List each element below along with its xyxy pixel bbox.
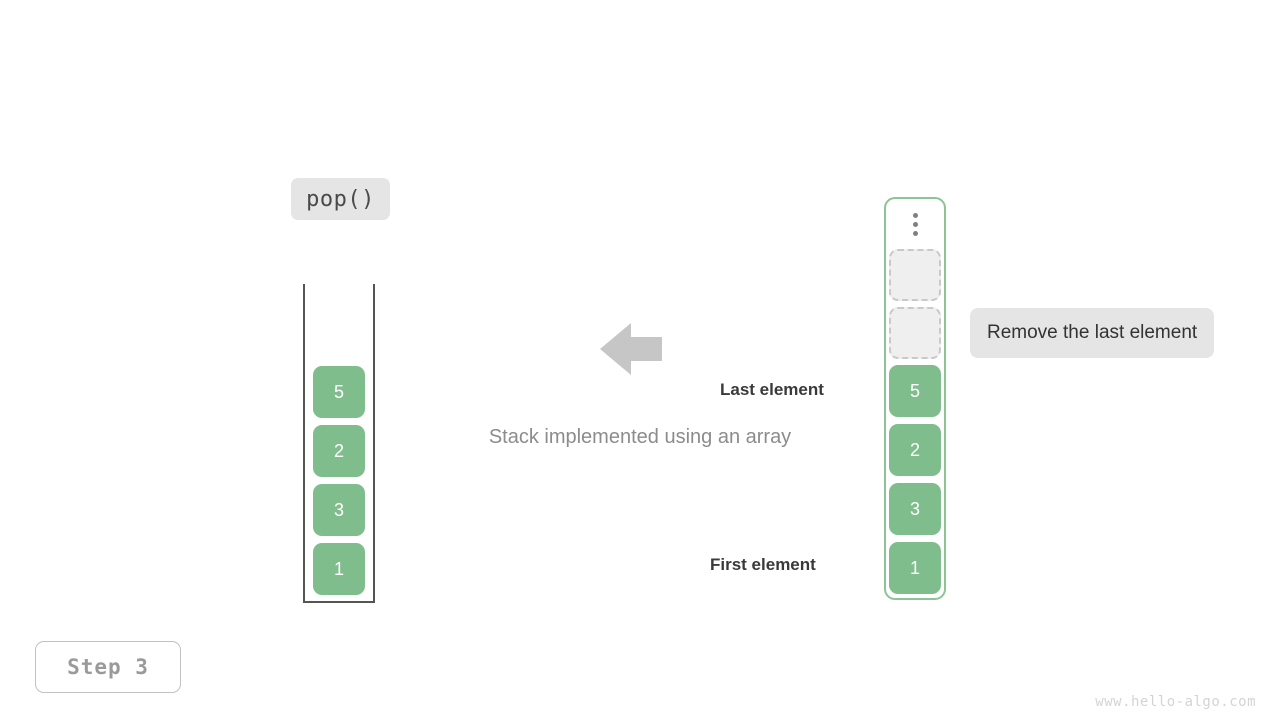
array-cell-value: 3 [333,499,344,520]
stack-empty-slot [889,249,941,301]
caption-text: Stack implemented using an array [488,426,792,448]
array-cell: 3 [313,484,365,536]
array-cell: 1 [313,543,365,595]
stack-cell: 3 [889,483,941,535]
note-badge: Remove the last element [970,308,1215,358]
ellipsis-dot [912,221,918,227]
watermark: www.hello-algo.com [1095,694,1256,710]
stack-empty-slot [889,307,941,359]
array-cell: 5 [313,366,365,418]
ellipsis-dot [912,212,918,218]
last-element-label: Last element [720,380,824,399]
array-cell: 2 [313,425,365,477]
first-element-label: First element [710,555,816,574]
array-cell-value: 1 [333,558,344,579]
stack-empty-slots [889,249,941,359]
stack-cell-value: 5 [909,380,920,401]
stack-cell-value: 3 [909,498,920,519]
array-container: 5 2 3 1 [303,284,375,603]
stack-cell-value: 2 [909,439,920,460]
array-container-items: 5 2 3 1 [303,366,375,595]
stack-cell: 2 [889,424,941,476]
stack-cell: 1 [889,542,941,594]
operation-badge: pop() [291,178,390,220]
stack-cell-value: 1 [909,557,920,578]
stack-cell: 5 [889,365,941,417]
vertical-ellipsis-icon [912,199,918,249]
caption: Stack implemented using an array [0,426,1280,449]
step-badge: Step 3 [35,641,181,693]
array-cell-value: 5 [333,381,344,402]
ellipsis-dot [912,230,918,236]
array-cell-value: 2 [333,440,344,461]
operation-badge-label: pop() [306,186,375,212]
step-badge-label: Step 3 [67,655,149,679]
stack-items: 5 2 3 1 [889,365,941,594]
note-badge-label: Remove the last element [987,322,1198,343]
arrow-left-icon [600,319,662,379]
stack-list: 5 2 3 1 [884,197,946,600]
